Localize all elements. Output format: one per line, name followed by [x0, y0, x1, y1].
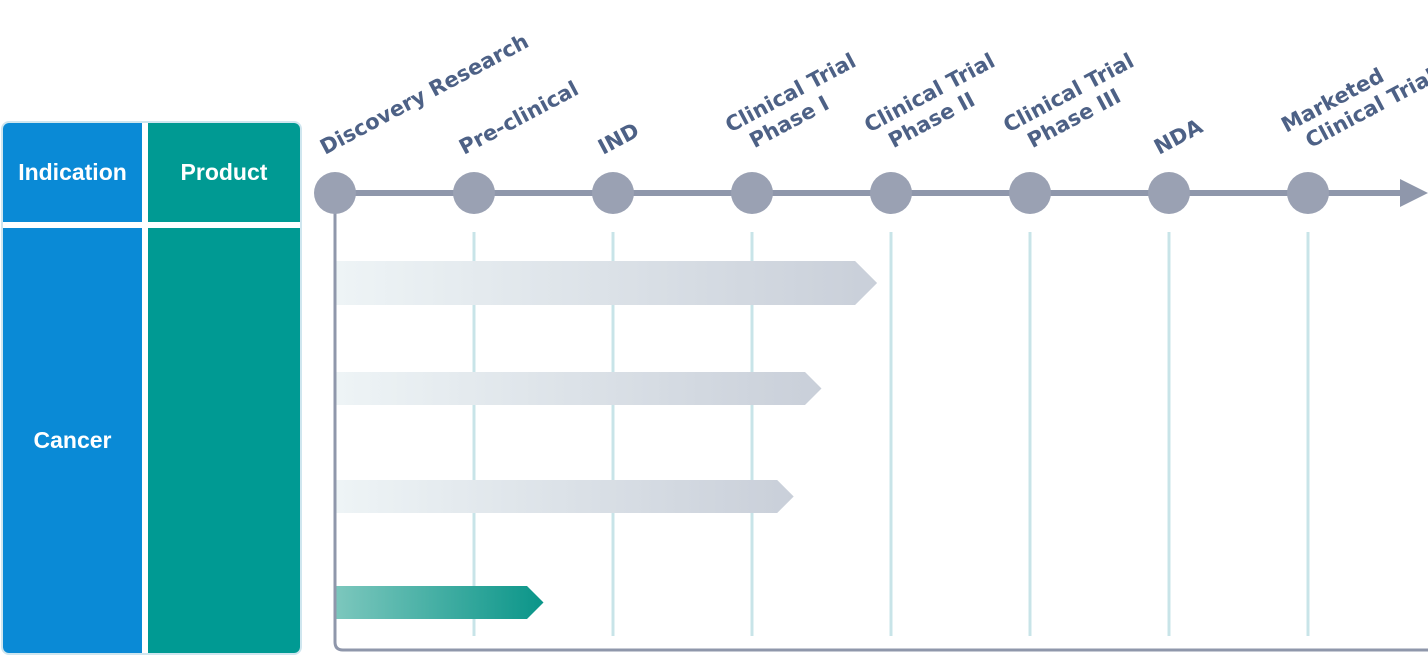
stage-label: Clinical TrialPhase II [860, 49, 1010, 160]
progress-bar [336, 586, 544, 619]
stage-node [592, 172, 634, 214]
progress-bars [336, 261, 878, 619]
stage-node [731, 172, 773, 214]
stage-label: NDA [1150, 114, 1207, 160]
stage-label: Clinical TrialPhase III [999, 49, 1149, 160]
progress-bar [336, 261, 878, 305]
indication-cell: Cancer [3, 228, 142, 653]
product-header-label: Product [180, 159, 268, 185]
indication-cell-label: Cancer [33, 427, 112, 453]
stage-label: Clinical TrialPhase I [721, 49, 871, 160]
timeline-arrowhead [1400, 179, 1428, 207]
stage-node [1287, 172, 1329, 214]
stage-nodes [314, 172, 1329, 214]
stage-node [453, 172, 495, 214]
progress-bar [336, 480, 794, 513]
product-cell [148, 228, 300, 653]
stage-node [1148, 172, 1190, 214]
stage-label: MarketedClinical Trial [1277, 42, 1428, 159]
timeline-frame-line [333, 193, 1428, 652]
stage-node [1009, 172, 1051, 214]
stage-label: IND [594, 118, 643, 159]
stage-node [314, 172, 356, 214]
indication-header: Indication [3, 123, 142, 222]
progress-bar [336, 372, 822, 405]
stage-node [870, 172, 912, 214]
product-header: Product [148, 123, 300, 222]
stage-label: Pre-clinical [455, 76, 582, 159]
indication-header-label: Indication [18, 159, 127, 185]
